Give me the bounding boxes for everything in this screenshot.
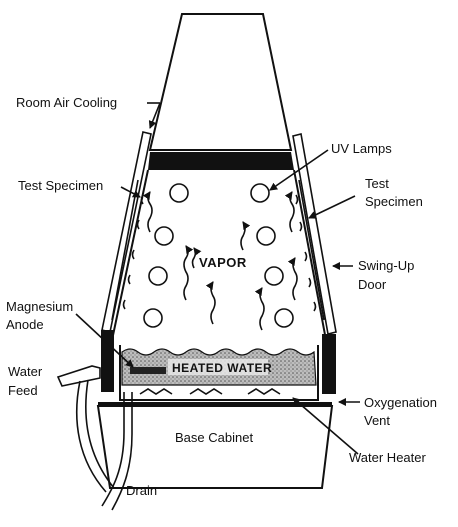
left-test-specimen-arrow: [120, 186, 141, 198]
uv-lamps-label: UV Lamps: [331, 141, 392, 156]
vapor-label: VAPOR: [199, 255, 247, 270]
room-air-cooling-arrow: [148, 102, 161, 129]
magnesium-anode: [130, 367, 166, 374]
room-air-cooling-label: Room Air Cooling: [16, 95, 117, 110]
chimney-outline: [148, 13, 293, 151]
vapor-arrows: [142, 191, 298, 331]
right-specimen-panel: [292, 133, 337, 335]
heated-water-label-bg: [168, 359, 268, 375]
heated-water-label: HEATED WATER: [172, 361, 272, 375]
water-heater-label: Water Heater: [349, 450, 426, 465]
magnesium-anode-arrow: [75, 313, 134, 368]
left-specimen-panel: [101, 131, 152, 333]
right-side-block: [322, 334, 336, 394]
magnesium-anode-label-line1: Magnesium: [6, 299, 73, 314]
water-feed-pipe: [75, 379, 115, 493]
chamber-right-wall: [293, 169, 327, 341]
left-specimen-inner-line: [111, 179, 139, 321]
swing-up-door-label-line2: Door: [358, 277, 387, 292]
water-feed-label-line1: Water: [8, 364, 43, 379]
base-cabinet-label: Base Cabinet: [175, 430, 253, 445]
base-cabinet-outline: [96, 405, 334, 489]
test-specimen-right-label-line1: Test: [365, 176, 389, 191]
top-dark-band: [148, 152, 294, 170]
magnesium-anode-label-line2: Anode: [6, 317, 44, 332]
oxygenation-vent-label-line1: Oxygenation: [364, 395, 437, 410]
uv-lamps-arrow: [269, 149, 329, 191]
test-specimen-left-label: Test Specimen: [18, 178, 103, 193]
right-test-specimen-arrow: [308, 195, 356, 219]
water-feed-label-line2: Feed: [8, 383, 38, 398]
water-tank-outline: [119, 345, 319, 401]
swing-up-door-label-line1: Swing-Up: [358, 258, 414, 273]
base-cabinet-top-bar: [98, 402, 332, 407]
condensation-droplets: [122, 194, 317, 312]
uv-lamp-circles: [143, 183, 294, 328]
right-specimen-inner-line: [298, 179, 325, 321]
water-heater-arrow: [292, 397, 359, 455]
water-heater-element: [139, 388, 281, 395]
drain-label: Drain: [126, 483, 157, 498]
drain-pipe: [101, 392, 133, 511]
test-specimen-right-label-line2: Specimen: [365, 194, 423, 209]
oxygenation-vent-label-line2: Vent: [364, 413, 390, 428]
water-feed-inlet: [56, 365, 101, 387]
